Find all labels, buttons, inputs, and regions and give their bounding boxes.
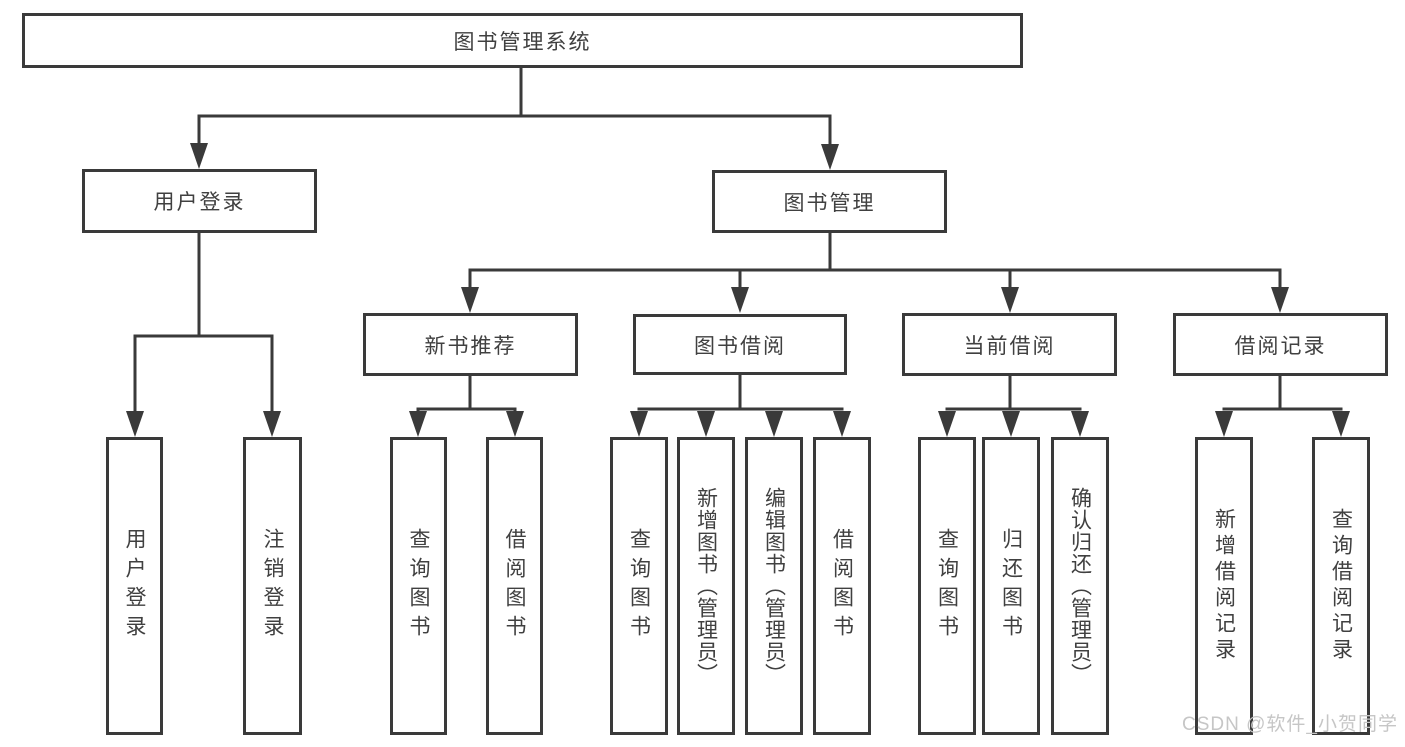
connector-root-to-level2 [190, 68, 839, 170]
arrowhead [731, 287, 749, 313]
arrowhead [126, 411, 144, 437]
leaf-current-return-books: 归还图书 [982, 437, 1040, 735]
leaf-current-query-books: 查询图书 [918, 437, 976, 735]
arrowhead [765, 411, 783, 437]
leaf-borrow-borrow-books: 借阅图书 [813, 437, 871, 735]
node-book-borrow: 图书借阅 [633, 314, 847, 375]
node-current-borrow: 当前借阅 [902, 313, 1117, 376]
arrowhead [1271, 287, 1289, 313]
leaf-records-add-record: 新增借阅记录 [1195, 437, 1253, 735]
arrowhead [506, 411, 524, 437]
arrowhead [1071, 411, 1089, 437]
arrowhead [1002, 411, 1020, 437]
leaf-logout: 注销登录 [243, 437, 302, 735]
arrowhead [630, 411, 648, 437]
arrowhead [1332, 411, 1350, 437]
leaf-borrow-edit-books-admin: 编辑图书（管理员） [745, 437, 803, 735]
arrowhead [263, 411, 281, 437]
connector-user-login-to-leaves [126, 233, 281, 437]
leaf-borrow-add-books-admin: 新增图书（管理员） [677, 437, 735, 735]
node-book-management: 图书管理 [712, 170, 947, 233]
leaf-newbook-borrow-books: 借阅图书 [486, 437, 543, 735]
connector-book-borrow-to-leaves [630, 375, 851, 437]
node-user-login: 用户登录 [82, 169, 317, 233]
node-root: 图书管理系统 [22, 13, 1023, 68]
arrowhead [697, 411, 715, 437]
connector-book-management-to-level3 [461, 233, 1289, 313]
node-borrow-records: 借阅记录 [1173, 313, 1388, 376]
arrowhead [1001, 287, 1019, 313]
arrowhead [833, 411, 851, 437]
node-new-book-recommend: 新书推荐 [363, 313, 578, 376]
connector-current-borrow-to-leaves [938, 376, 1089, 437]
csdn-watermark: CSDN @软件_小贺同学 [1182, 714, 1398, 735]
arrowhead [409, 411, 427, 437]
arrowhead [1215, 411, 1233, 437]
leaf-borrow-query-books: 查询图书 [610, 437, 668, 735]
connector-borrow-records-to-leaves [1215, 376, 1350, 437]
arrowhead [821, 144, 839, 170]
leaf-user-login: 用户登录 [106, 437, 163, 735]
leaf-records-query-record: 查询借阅记录 [1312, 437, 1370, 735]
connector-new-book-recommend-to-leaves [409, 376, 524, 437]
arrowhead [938, 411, 956, 437]
leaf-current-confirm-return-admin: 确认归还（管理员） [1051, 437, 1109, 735]
arrowhead [190, 143, 208, 169]
leaf-newbook-query-books: 查询图书 [390, 437, 447, 735]
arrowhead [461, 287, 479, 313]
